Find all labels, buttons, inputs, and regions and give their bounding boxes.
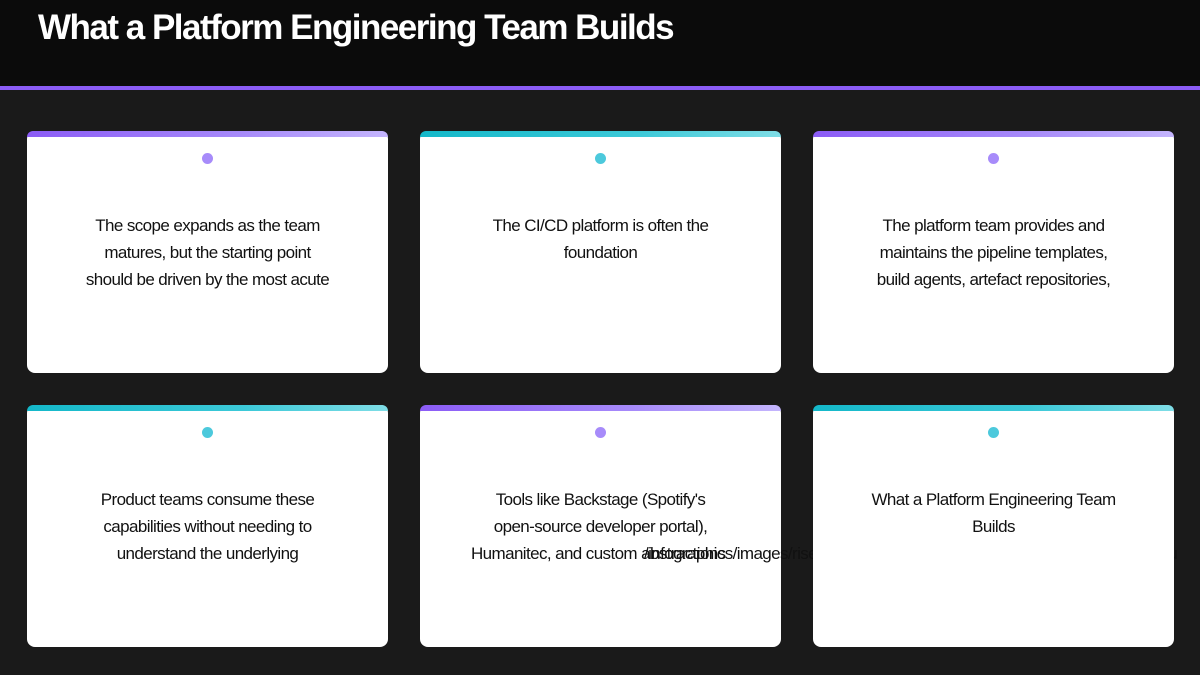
card-text-line: build agents, artefact repositories,	[876, 270, 1111, 289]
card-text-line: should be driven by the most acute	[85, 270, 330, 289]
card-text-line: understand the underlying	[116, 544, 299, 563]
card-dot-icon	[202, 427, 213, 438]
card-text: The scope expands as the team matures, b…	[27, 212, 388, 293]
card-accent-bar	[27, 131, 388, 137]
card-text-line: maintains the pipeline templates,	[879, 243, 1108, 262]
card-dot-icon	[988, 153, 999, 164]
card-5: Tools like Backstage (Spotify's open-sou…	[420, 405, 1178, 647]
card-text: Product teams consume these capabilities…	[27, 486, 388, 567]
card-text-line: The platform team provides and	[882, 216, 1105, 235]
header-divider	[0, 86, 1200, 90]
card-text-line: foundation	[563, 243, 638, 262]
header: What a Platform Engineering Team Builds	[0, 0, 1200, 86]
card-text-line: What a Platform Engineering Team	[871, 490, 1116, 509]
card-accent-bar	[27, 405, 388, 411]
card-4: Product teams consume these capabilities…	[27, 405, 388, 647]
card-2: The CI/CD platform is often the foundati…	[420, 131, 781, 373]
card-6: What a Platform Engineering Team Builds	[813, 405, 1174, 647]
card-text-line: matures, but the starting point	[104, 243, 311, 262]
card-text: What a Platform Engineering Team Builds	[813, 486, 1174, 540]
card-text: Tools like Backstage (Spotify's open-sou…	[420, 486, 1178, 567]
card-dot-icon	[988, 427, 999, 438]
card-text-line: capabilities without needing to	[103, 517, 312, 536]
card-3: The platform team provides and maintains…	[813, 131, 1174, 373]
card-text-line: Product teams consume these	[100, 490, 315, 509]
page-title: What a Platform Engineering Team Builds	[38, 8, 675, 47]
card-text-line: The CI/CD platform is often the	[492, 216, 709, 235]
card-accent-bar	[420, 405, 781, 411]
card-accent-bar	[813, 131, 1174, 137]
card-text-line: The scope expands as the team	[95, 216, 320, 235]
card-text-line: Builds	[972, 517, 1015, 536]
card-accent-bar	[420, 131, 781, 137]
card-text-line: Humanitec, and custom abstractions	[471, 544, 726, 563]
card-text-line: open-source developer portal),	[493, 517, 708, 536]
card-dot-icon	[202, 153, 213, 164]
card-text: The platform team provides and maintains…	[813, 212, 1174, 293]
card-1: The scope expands as the team matures, b…	[27, 131, 388, 373]
card-dot-icon	[595, 153, 606, 164]
card-text-line: Tools like Backstage (Spotify's	[495, 490, 706, 509]
card-text: The CI/CD platform is often the foundati…	[420, 212, 781, 266]
card-dot-icon	[595, 427, 606, 438]
card-text-overlap-line: Humanitec, and custom abstractions /info…	[420, 540, 1178, 567]
card-accent-bar	[813, 405, 1174, 411]
